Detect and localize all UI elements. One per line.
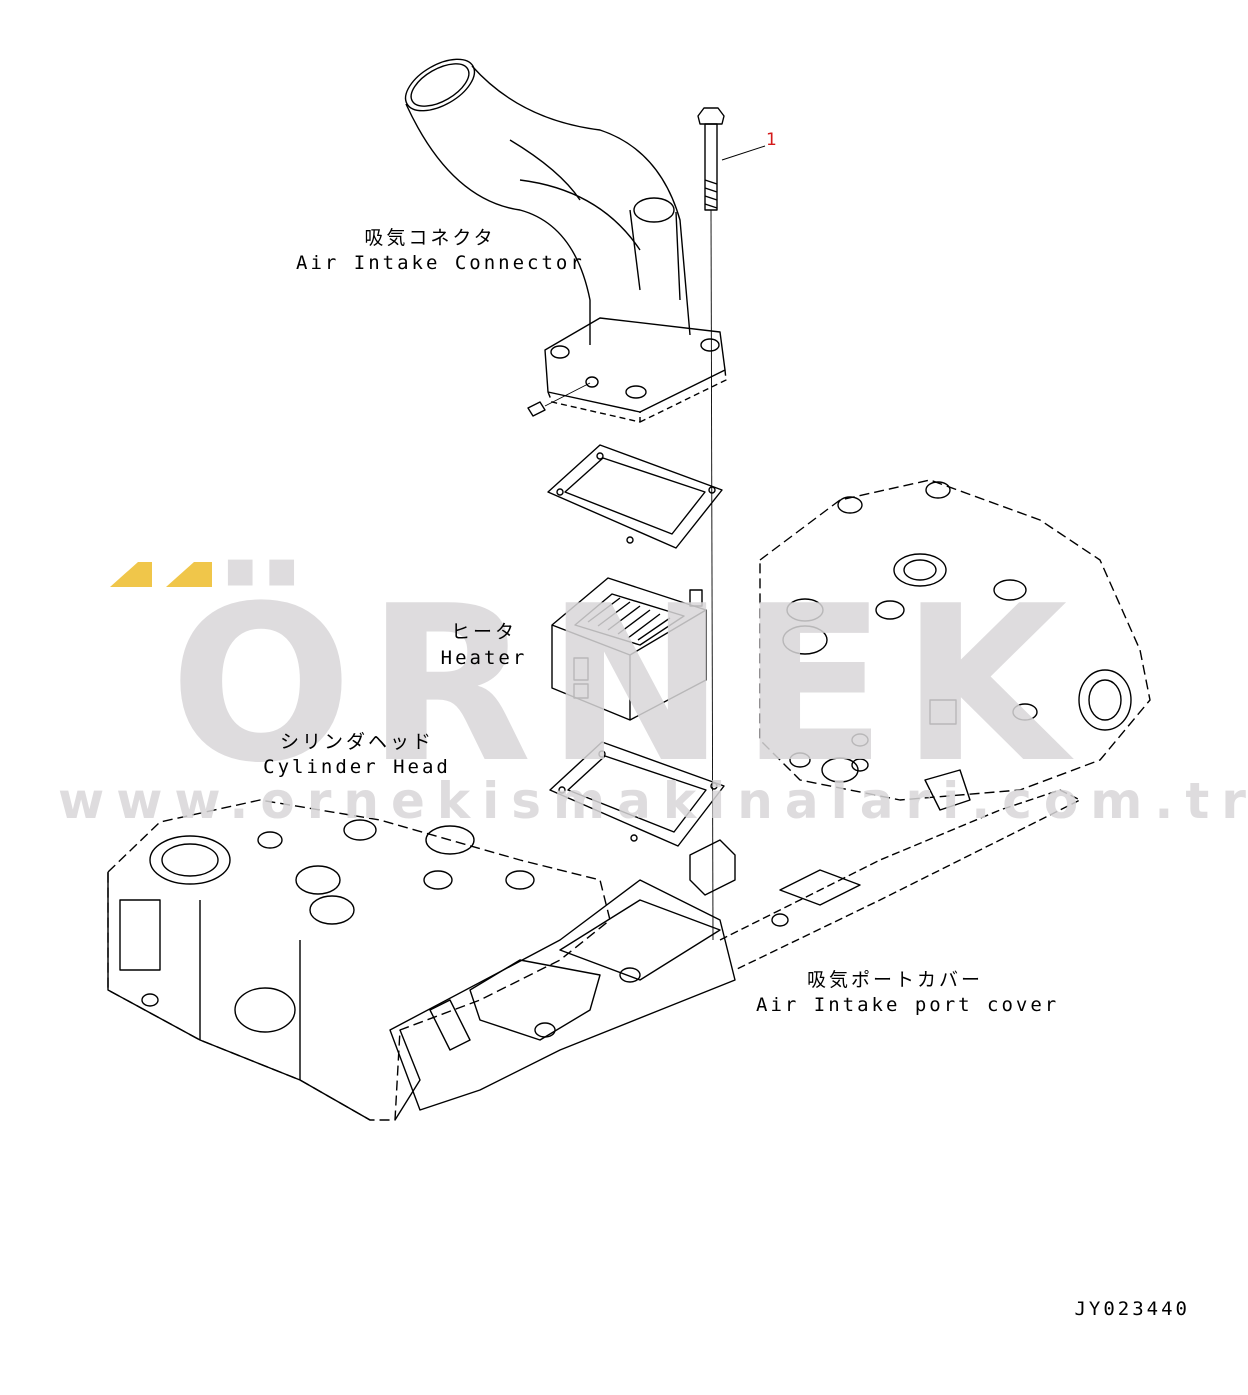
label-heater-jp: ヒータ	[450, 621, 517, 643]
watermark-accent-marks	[110, 562, 212, 587]
callout-number-1: 1	[766, 130, 777, 150]
callout-leader-1	[721, 145, 766, 161]
watermark-url: www.ornekismakinalari.com.tr	[58, 772, 1248, 830]
label-heater-en: Heater	[440, 647, 528, 669]
watermark-brand: ÖRNEK	[169, 559, 1082, 810]
air-intake-connector-part	[404, 58, 727, 423]
label-air-intake-connector-jp: 吸気コネクタ	[364, 227, 496, 249]
label-air-intake-port-cover-en: Air Intake port cover	[756, 994, 1060, 1016]
upper-gasket-part	[547, 444, 723, 549]
label-air-intake-connector-en: Air Intake Connector	[296, 252, 585, 274]
cylinder-head-rear	[759, 479, 1151, 801]
label-cylinder-head-jp: シリンダヘッド	[279, 731, 434, 753]
lower-gasket-part	[549, 741, 725, 847]
heater-part	[551, 577, 707, 721]
label-air-intake-port-cover-jp: 吸気ポートカバー	[806, 969, 983, 991]
label-cylinder-head-en: Cylinder Head	[263, 756, 451, 778]
air-intake-port-cover-part	[389, 752, 1081, 1111]
cylinder-head-front	[107, 799, 611, 1121]
drawing-number: JY023440	[1074, 1298, 1190, 1320]
bolt-part-1	[697, 107, 725, 941]
